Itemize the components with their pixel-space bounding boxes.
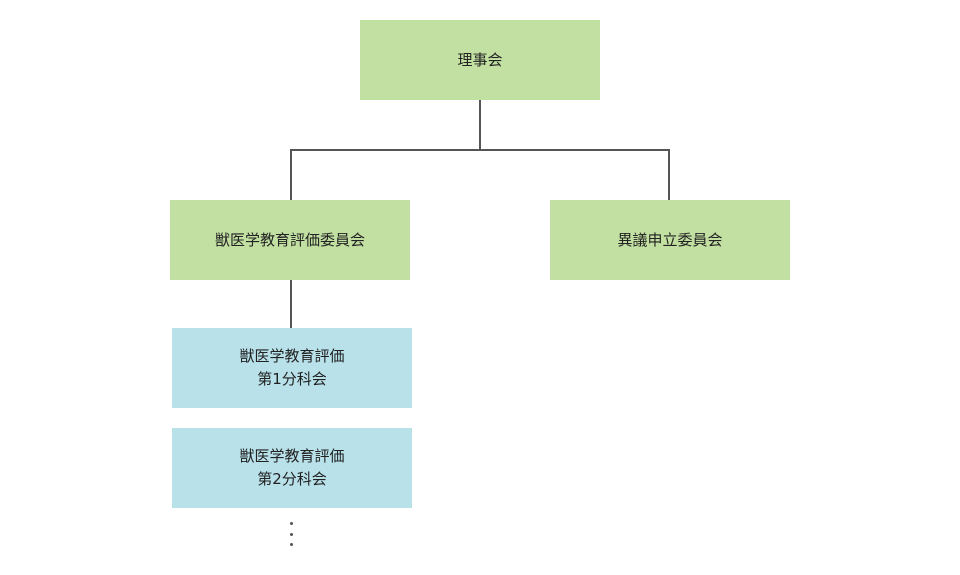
subcommittee-1-line1: 獣医学教育評価 [239,347,345,365]
subcommittee-1-line2: 第1分科会 [257,370,327,388]
ellipsis-dot [289,543,293,546]
appeals-label: 異議申立委員会 [617,230,723,249]
education-evaluation-committee-box: 獣医学教育評価委員会 [170,200,410,280]
connector-branch [290,149,670,151]
connector-to-committee [290,149,292,200]
ellipsis-dot [289,522,293,525]
board-box: 理事会 [360,20,600,100]
board-label: 理事会 [457,50,503,69]
connector-to-appeals [668,149,670,200]
subcommittee-2-line2: 第2分科会 [257,470,327,488]
committee-label: 獣医学教育評価委員会 [214,230,365,249]
appeals-committee-box: 異議申立委員会 [550,200,790,280]
connector-board-down [479,100,481,151]
ellipsis-dot [289,532,293,536]
subcommittee-1-box: 獣医学教育評価 第1分科会 [172,328,412,408]
subcommittee-2-line1: 獣医学教育評価 [239,447,345,465]
subcommittee-2-box: 獣医学教育評価 第2分科会 [172,428,412,508]
vertical-ellipsis-icon [289,522,293,546]
connector-to-subcommittee [290,280,292,328]
